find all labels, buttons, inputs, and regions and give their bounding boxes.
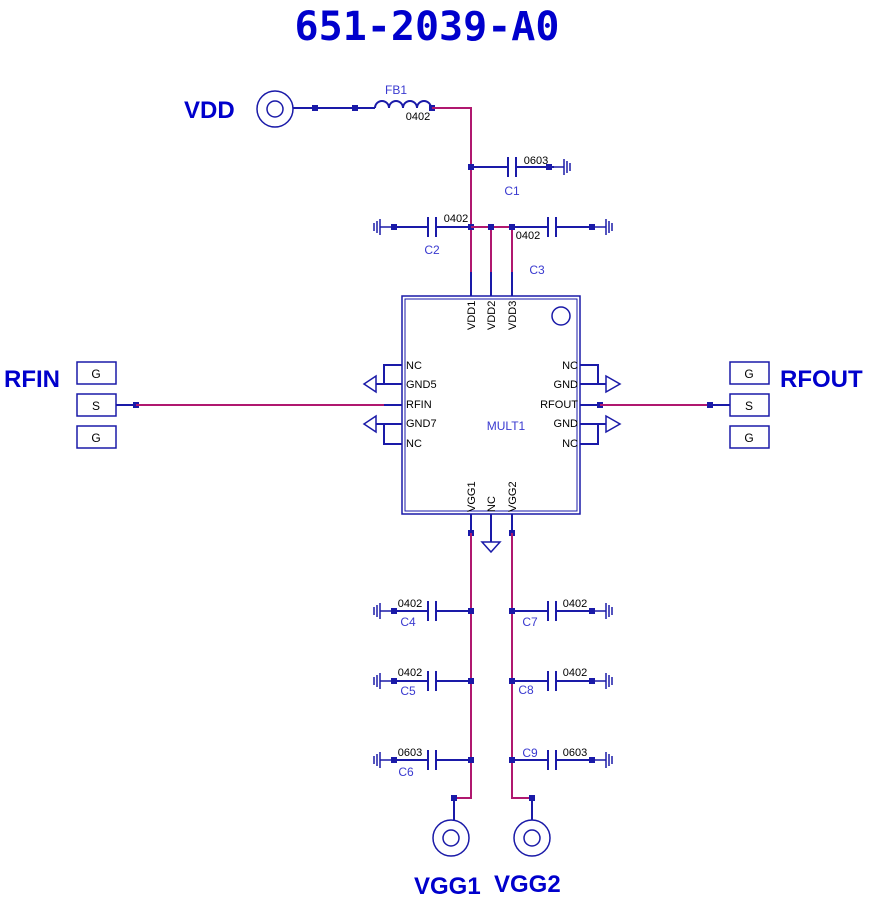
c2-ref: C2 xyxy=(424,243,440,257)
c9-ref: C9 xyxy=(522,746,538,760)
pin-rfout: RFOUT xyxy=(540,399,578,411)
fb1-package: 0402 xyxy=(406,111,430,123)
pin-vgg2: VGG2 xyxy=(507,481,519,512)
left-ground-brackets xyxy=(362,364,402,445)
capacitor-c5 xyxy=(373,670,474,692)
pin-left-nc-2: NC xyxy=(406,438,422,450)
capacitor-c6 xyxy=(373,749,474,771)
capacitor-c4 xyxy=(373,600,474,622)
pin-right-nc-1: NC xyxy=(562,360,578,372)
c7-ref: C7 xyxy=(522,615,538,629)
pin-vgg1: VGG1 xyxy=(466,481,478,512)
vgg2-connector-icon xyxy=(513,819,551,857)
rfin-pad-g2: G xyxy=(91,431,100,445)
pin-right-gnd-2: GND xyxy=(554,418,579,430)
rfin-pad-s: S xyxy=(92,399,100,413)
c1-ref: C1 xyxy=(504,184,520,198)
ground-arrow-icon xyxy=(362,374,377,394)
vdd-wire xyxy=(432,107,472,296)
right-ground-brackets xyxy=(580,364,622,445)
pin-gnd5: GND5 xyxy=(406,379,437,391)
pin-right-nc-2: NC xyxy=(562,438,578,450)
vgg2-label: VGG2 xyxy=(494,871,561,898)
ferrite-bead-fb1 xyxy=(355,100,435,111)
pin-left-nc-1: NC xyxy=(406,360,422,372)
pin-rfin: RFIN xyxy=(406,399,432,411)
vgg1-connector-icon xyxy=(432,819,470,857)
pin-vdd1: VDD1 xyxy=(466,301,478,330)
rfout-pad-g2: G xyxy=(744,431,753,445)
pin-gnd7: GND7 xyxy=(406,418,437,430)
c4-ref: C4 xyxy=(400,615,416,629)
c3-ref: C3 xyxy=(529,263,545,277)
vgg1-label: VGG1 xyxy=(414,873,481,900)
c4-package: 0402 xyxy=(398,598,422,610)
c2-package: 0402 xyxy=(444,213,468,225)
c9-package: 0603 xyxy=(563,747,587,759)
nc-ground xyxy=(480,514,502,554)
capacitor-c9 xyxy=(509,749,613,771)
ground-arrow-icon xyxy=(362,414,377,434)
c5-ref: C5 xyxy=(400,684,416,698)
ground-arrow-icon xyxy=(480,541,502,554)
pin1-marker-icon xyxy=(551,306,571,326)
c6-package: 0603 xyxy=(398,747,422,759)
pin-vdd3: VDD3 xyxy=(507,301,519,330)
c8-package: 0402 xyxy=(563,667,587,679)
pin-right-gnd-1: GND xyxy=(554,379,579,391)
rfout-pad-s: S xyxy=(745,399,753,413)
rfin-pad-g1: G xyxy=(91,367,100,381)
rfin-label: RFIN xyxy=(4,366,60,393)
c1-package: 0603 xyxy=(524,155,548,167)
rfout-pad-g1: G xyxy=(744,367,753,381)
vdd-connector-icon xyxy=(256,90,294,128)
vdd-label: VDD xyxy=(184,97,235,124)
ground-arrow-icon xyxy=(605,374,622,394)
pin-vdd2: VDD2 xyxy=(486,301,498,330)
c6-ref: C6 xyxy=(398,765,414,779)
capacitor-c3 xyxy=(509,216,613,238)
c8-ref: C8 xyxy=(518,683,534,697)
c3-package: 0402 xyxy=(516,230,540,242)
vgg1-wire xyxy=(454,533,472,799)
capacitor-c7 xyxy=(509,600,613,622)
c5-package: 0402 xyxy=(398,667,422,679)
ic-ref: MULT1 xyxy=(487,419,526,433)
capacitor-c1 xyxy=(468,156,571,178)
fb1-ref: FB1 xyxy=(385,83,407,97)
ground-arrow-icon xyxy=(605,414,622,434)
capacitor-c8 xyxy=(509,670,613,692)
c7-package: 0402 xyxy=(563,598,587,610)
vgg2-wire xyxy=(511,533,532,799)
page-title: 651-2039-A0 xyxy=(295,4,560,50)
rfin-gsg-pads xyxy=(76,361,117,449)
pin-nc-bottom: NC xyxy=(486,496,498,512)
rfout-label: RFOUT xyxy=(780,366,863,393)
